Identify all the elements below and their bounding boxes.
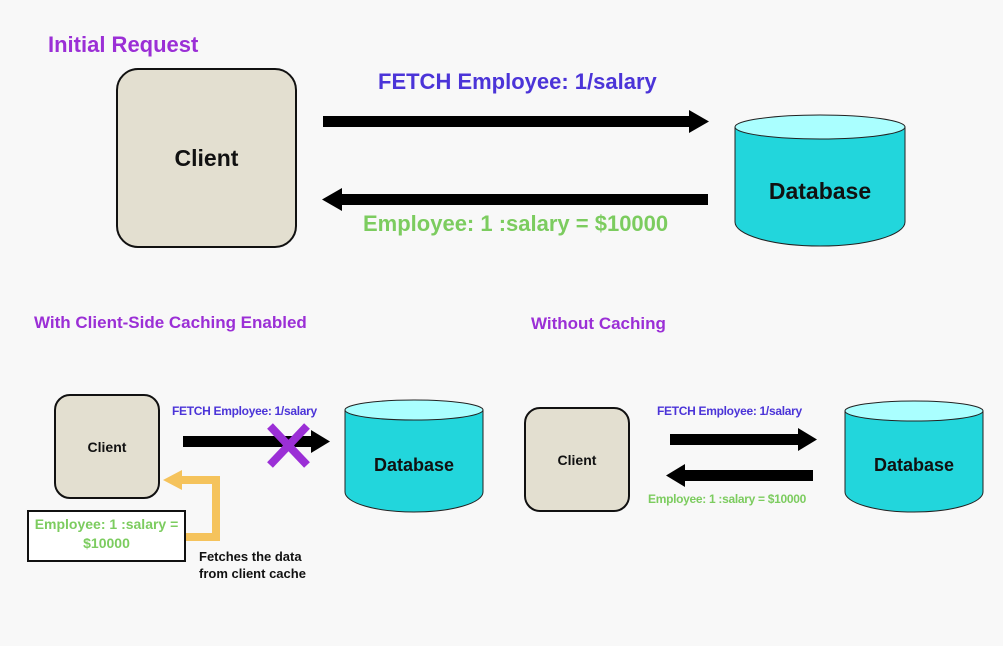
cache-value-line-2: $10000	[83, 535, 130, 551]
cache-value-line-1: Employee: 1 :salary =	[34, 516, 179, 532]
request-arrow	[670, 428, 817, 451]
section-heading-initial-request: Initial Request	[48, 32, 199, 57]
cache-note-line-1: Fetches the data	[199, 549, 302, 564]
section-heading-client-side-caching: With Client-Side Caching Enabled	[34, 313, 307, 332]
blocked-x-icon	[267, 423, 310, 468]
cache-note-line-2: from client cache	[199, 566, 306, 581]
cache-note: Fetches the data from client cache	[199, 548, 306, 582]
database-cylinder	[844, 400, 984, 513]
section-heading-without-caching: Without Caching	[531, 314, 666, 333]
client-box: Client	[116, 68, 297, 248]
database-cylinder	[734, 114, 906, 247]
client-box: Client	[524, 407, 630, 512]
request-label: FETCH Employee: 1/salary	[378, 69, 657, 94]
response-label: Employee: 1 :salary = $10000	[648, 492, 807, 506]
response-arrow	[322, 188, 708, 211]
cache-return-arrow	[163, 470, 220, 541]
request-arrow	[323, 110, 709, 133]
client-label: Client	[557, 451, 597, 468]
database-label: Database	[768, 178, 872, 204]
database-label: Database	[873, 455, 955, 475]
database-cylinder	[344, 399, 484, 513]
response-label: Employee: 1 :salary = $10000	[363, 211, 669, 236]
request-label: FETCH Employee: 1/salary	[172, 404, 317, 418]
response-arrow	[666, 464, 813, 487]
client-label: Client	[87, 438, 127, 455]
database-label: Database	[373, 455, 455, 475]
client-cache-value-box: Employee: 1 :salary = $10000	[27, 510, 186, 562]
client-label: Client	[174, 144, 239, 171]
blocked-request-arrow	[183, 430, 330, 453]
client-box: Client	[54, 394, 160, 499]
request-label: FETCH Employee: 1/salary	[657, 404, 802, 418]
